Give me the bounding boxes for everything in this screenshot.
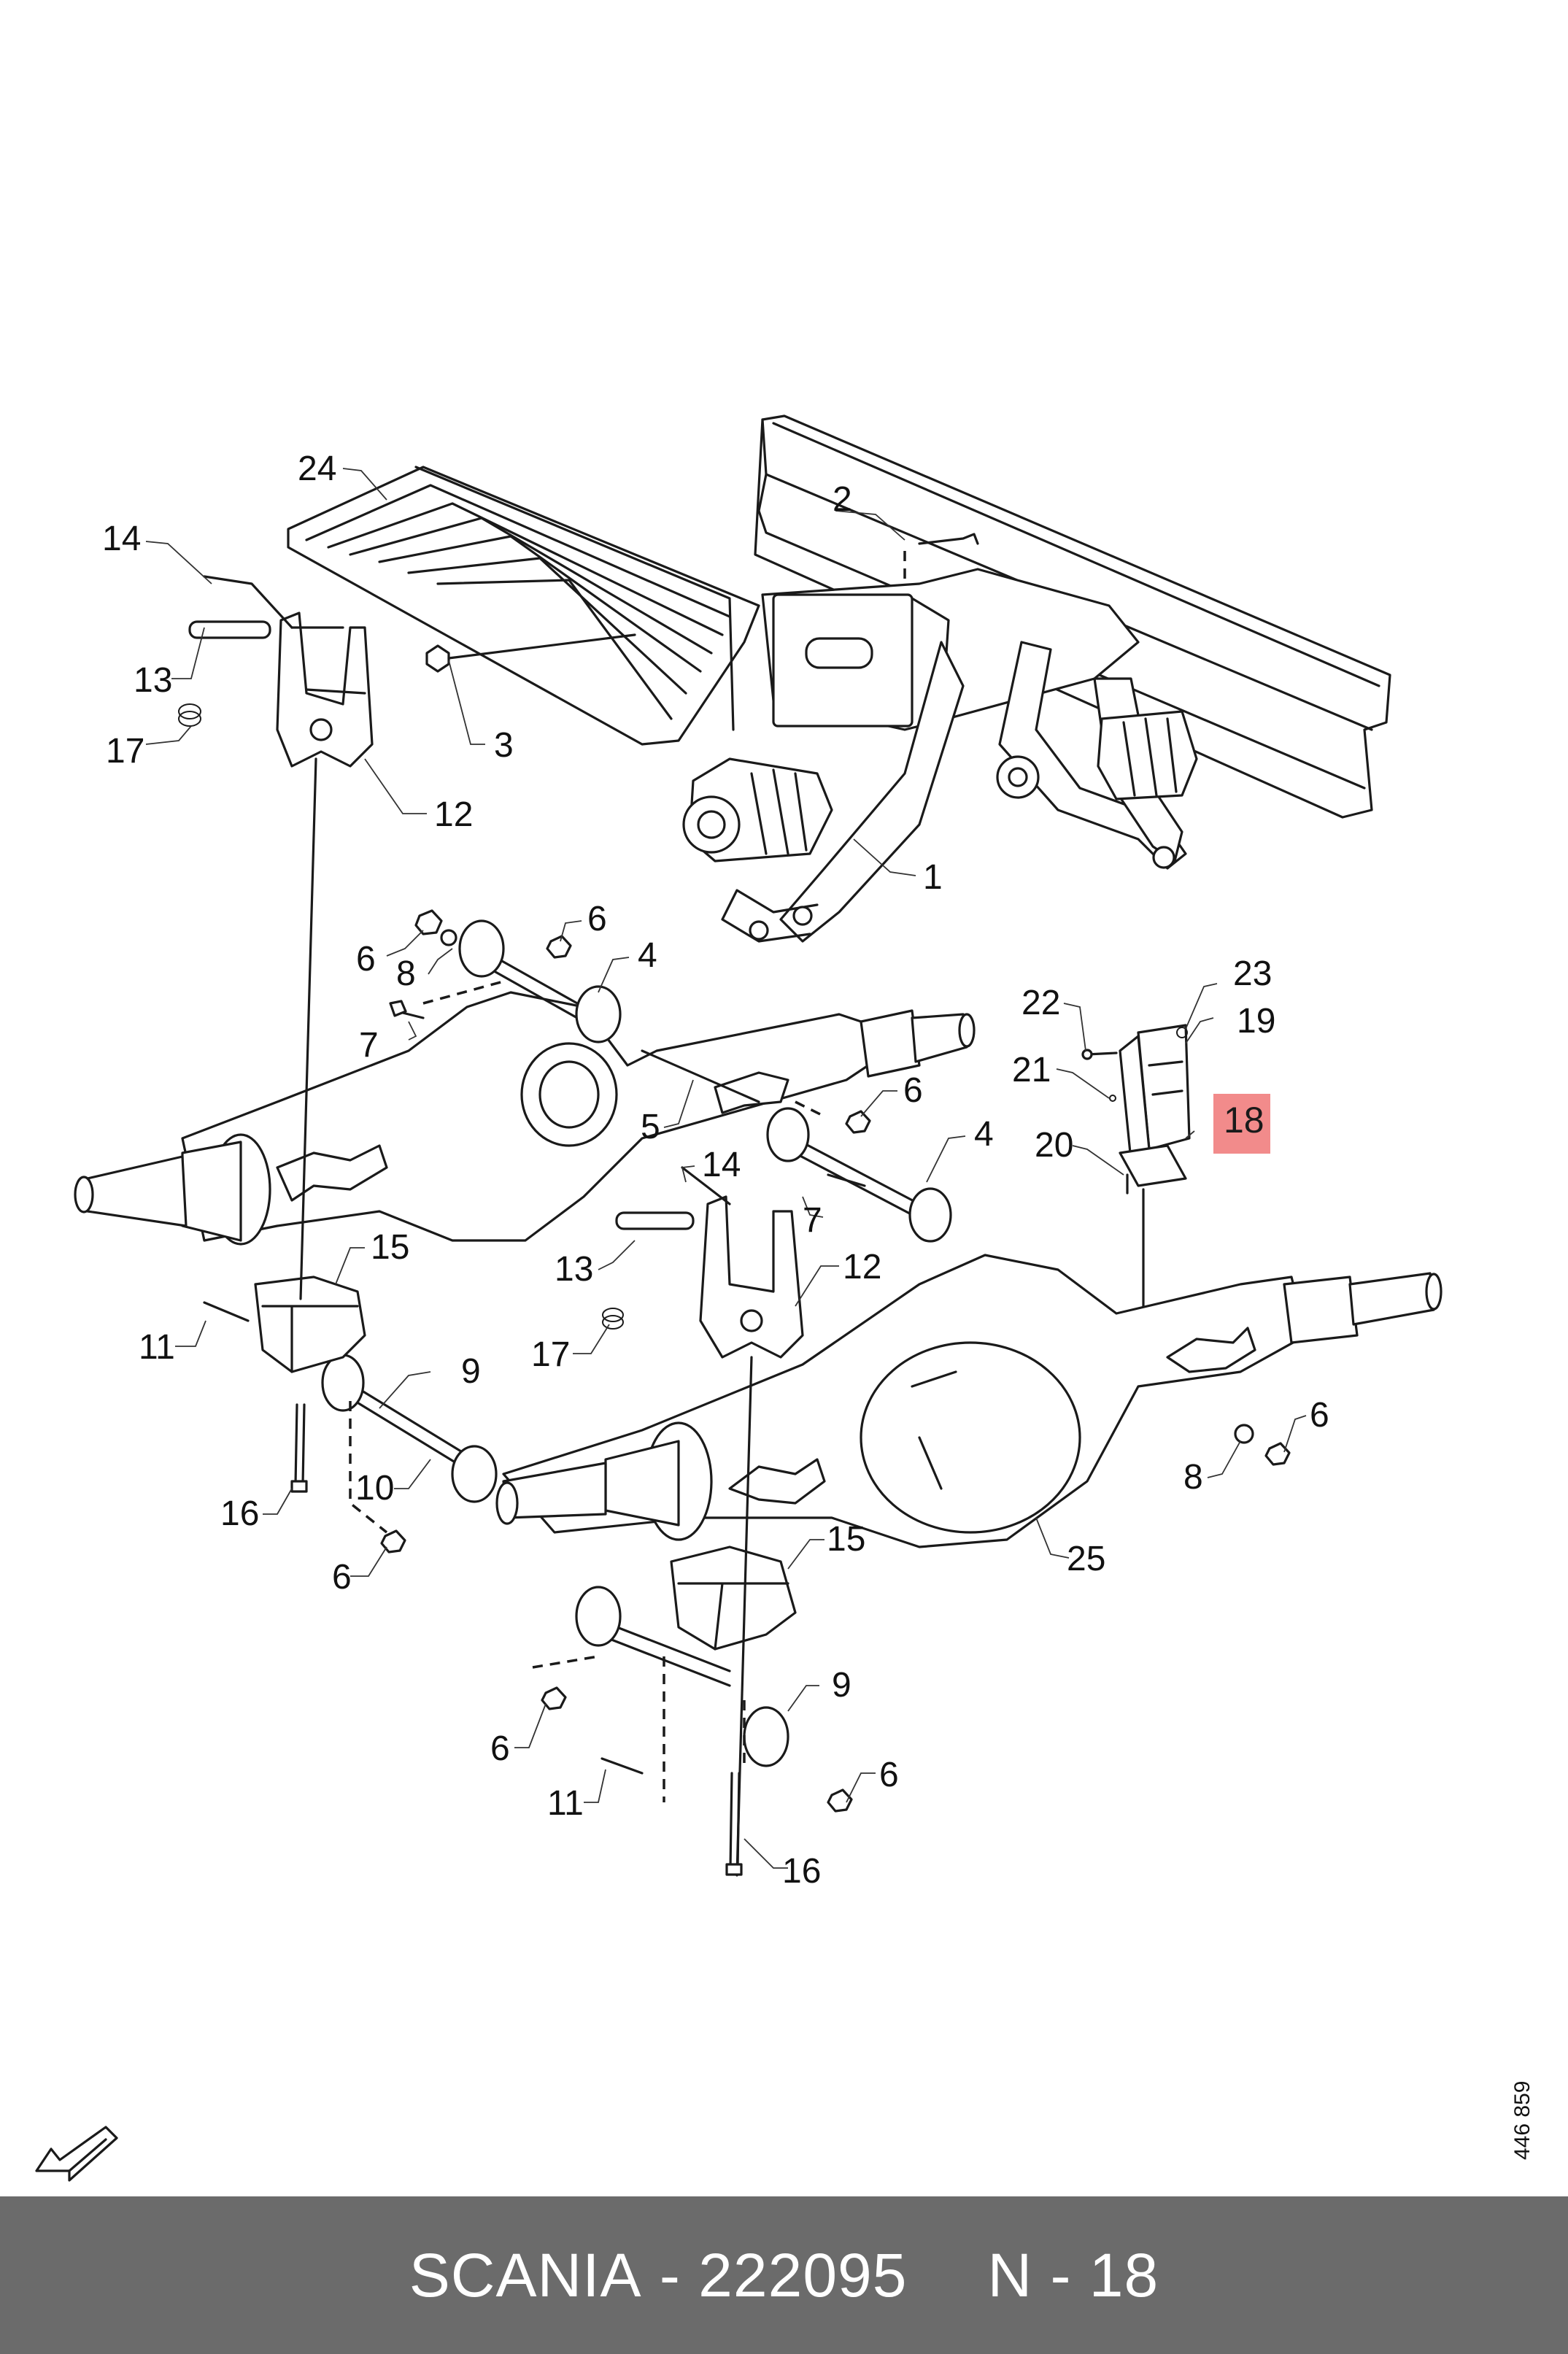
lower-bracket-left: [254, 1276, 366, 1373]
callout-16: 16: [782, 1852, 821, 1891]
highlighted-part-18: 18: [1213, 1094, 1270, 1154]
footer-part-number: 222095: [698, 2240, 908, 2309]
callout-17: 17: [106, 732, 144, 771]
callout-11: 11: [139, 1328, 175, 1367]
callout-12: 12: [843, 1248, 881, 1286]
axle-upper: [74, 991, 976, 1246]
callout-6: 6: [332, 1558, 352, 1597]
callout-4: 4: [638, 936, 657, 975]
callout-16: 16: [220, 1494, 259, 1533]
callout-8: 8: [396, 954, 416, 993]
callout-6: 6: [490, 1729, 510, 1768]
callout-2: 2: [833, 480, 852, 519]
callout-10: 10: [355, 1469, 394, 1508]
callout-12: 12: [434, 795, 473, 834]
callout-22: 22: [1021, 984, 1060, 1022]
exploded-parts-diagram: 24 14 13 17 12 3 2 1 6 8 6 4 7 5 6 4 14 …: [35, 414, 1443, 2182]
drawing-number: 446 859: [1510, 2080, 1534, 2160]
callout-6: 6: [587, 900, 607, 938]
callout-25: 25: [1067, 1540, 1105, 1578]
callout-19: 19: [1237, 1002, 1275, 1041]
upper-bracket-middle: [602, 1166, 804, 1359]
callout-18: 18: [1224, 1100, 1264, 1141]
callout-15: 15: [371, 1228, 409, 1267]
callout-6: 6: [1310, 1396, 1329, 1435]
callout-3: 3: [494, 726, 514, 765]
fasteners: [203, 757, 1291, 1877]
callout-6: 6: [903, 1071, 923, 1110]
callout-11: 11: [547, 1784, 584, 1823]
callout-13: 13: [134, 661, 172, 700]
footer-separator: -: [641, 2240, 699, 2309]
brake-assembly-right: [1097, 710, 1198, 800]
callout-17: 17: [531, 1335, 570, 1374]
callout-9: 9: [461, 1352, 481, 1391]
bolts-top: [425, 533, 979, 673]
callout-5: 5: [641, 1108, 660, 1146]
reference-lines: [349, 980, 825, 1802]
callout-1: 1: [923, 858, 943, 897]
sensor-bracket-detail: [1081, 1024, 1191, 1308]
callout-7: 7: [359, 1026, 379, 1065]
callout-labels: 24 14 13 17 12 3 2 1 6 8 6 4 7 5 6 4 14 …: [102, 449, 1329, 1891]
callout-13: 13: [555, 1250, 593, 1289]
callout-14: 14: [702, 1146, 741, 1184]
leader-lines: [145, 468, 1307, 1869]
front-arrow-icon: [35, 2126, 118, 2182]
footer-bar: SCANIA - 222095 N - 18: [0, 2196, 1568, 2354]
callout-15: 15: [827, 1520, 865, 1559]
callout-6: 6: [356, 940, 376, 979]
lower-bracket-middle: [670, 1545, 797, 1651]
callout-8: 8: [1183, 1458, 1203, 1497]
callout-4: 4: [974, 1115, 994, 1154]
axle-lower: [495, 1254, 1443, 1548]
callout-7: 7: [803, 1201, 822, 1240]
brake-assembly-left: [682, 757, 833, 863]
footer-brand: SCANIA: [409, 2240, 642, 2309]
leaf-spring: [287, 466, 760, 746]
callout-23: 23: [1233, 954, 1272, 993]
callout-21: 21: [1012, 1051, 1051, 1089]
callout-24: 24: [298, 449, 336, 488]
upper-bracket-left: [178, 575, 374, 768]
callout-9: 9: [832, 1666, 851, 1705]
callout-20: 20: [1035, 1126, 1073, 1165]
callout-14: 14: [102, 520, 141, 558]
callout-6: 6: [879, 1756, 899, 1794]
footer-diagram-ref: N - 18: [987, 2240, 1159, 2309]
torque-rods: [321, 919, 952, 1767]
